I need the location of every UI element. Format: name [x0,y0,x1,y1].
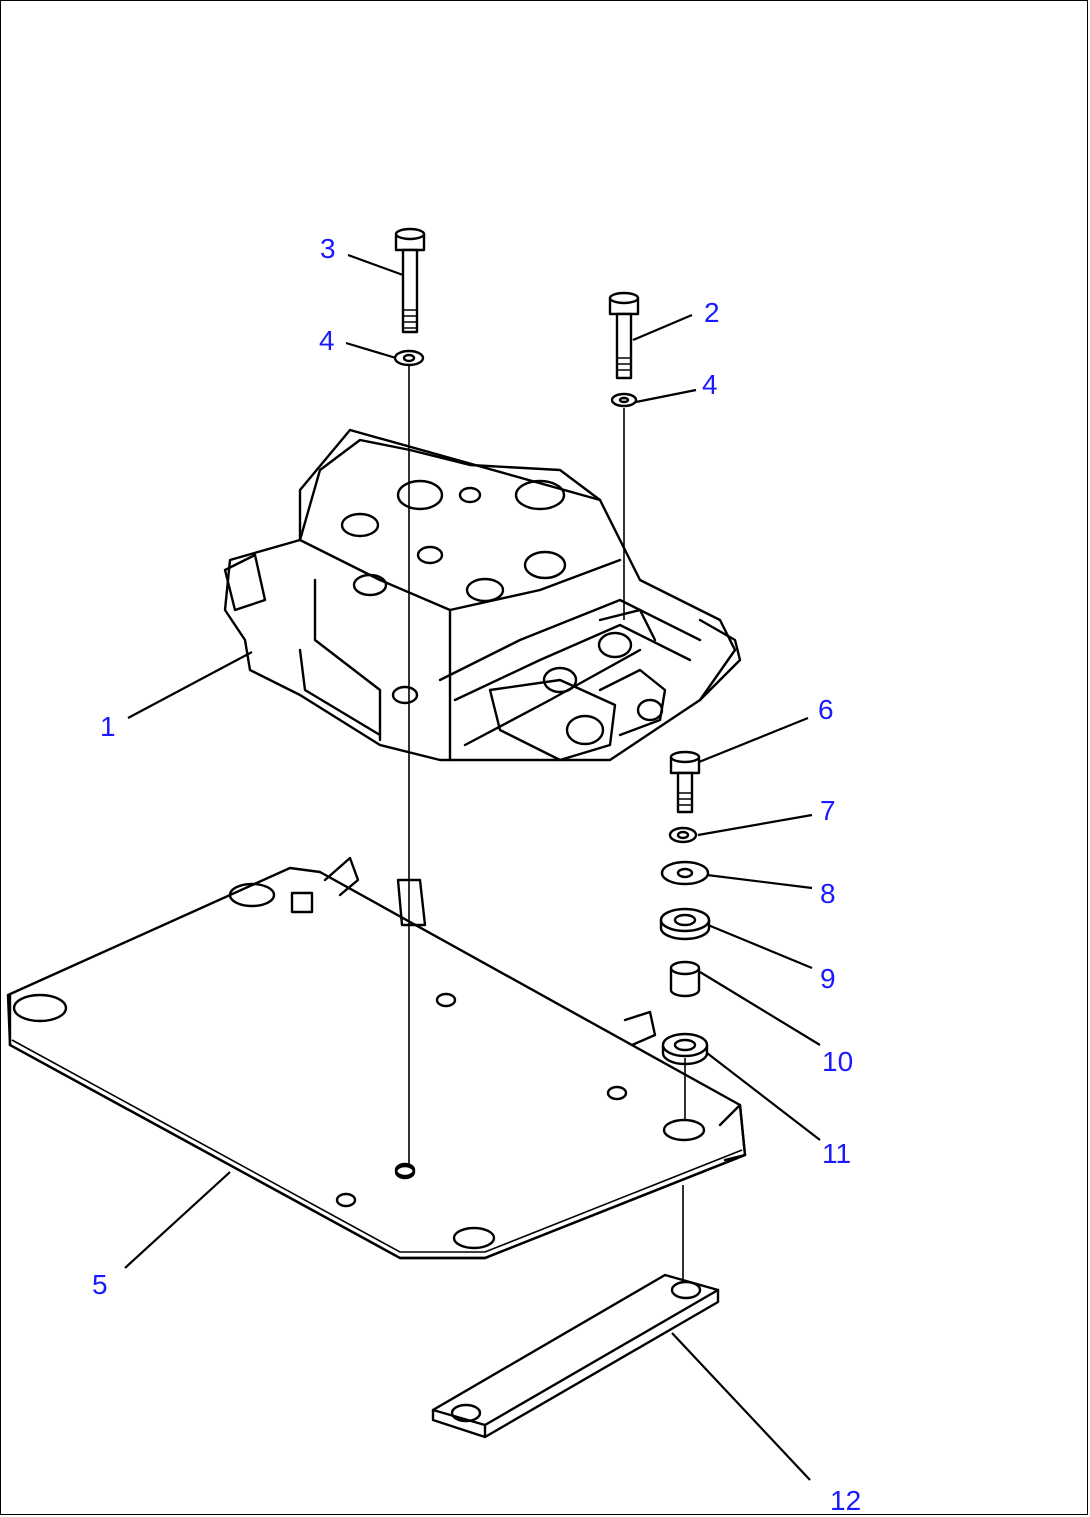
callout-10: 10 [822,1046,853,1077]
collar-10 [669,960,701,998]
bolt-2 [608,291,640,380]
bolt-6 [669,750,701,814]
callout-8: 8 [820,878,836,909]
washer-4-right [610,392,638,408]
callout-labels: 1 2 3 4 4 5 6 7 8 9 10 11 12 [92,233,861,1516]
leader-lines [124,253,821,1481]
callout-1: 1 [100,711,116,742]
callout-3: 3 [320,233,336,264]
callout-4-right: 4 [702,369,718,400]
callout-12: 12 [830,1485,861,1516]
cushion-9 [659,907,711,941]
bolt-3 [394,227,426,334]
callout-11: 11 [822,1138,851,1169]
callout-6: 6 [818,694,834,725]
plate-hole-left [394,1162,416,1178]
washer-8 [660,860,710,886]
support-bar-12 [431,1273,720,1439]
cushion-11 [661,1032,709,1066]
callout-9: 9 [820,963,836,994]
callout-4-left: 4 [319,325,335,356]
washer-4-left [393,349,425,367]
mounting-plate [6,856,747,1260]
callout-2: 2 [704,297,720,328]
callout-5: 5 [92,1269,108,1300]
callout-7: 7 [820,795,836,826]
control-valve-body [223,428,742,762]
washer-7 [668,826,698,844]
